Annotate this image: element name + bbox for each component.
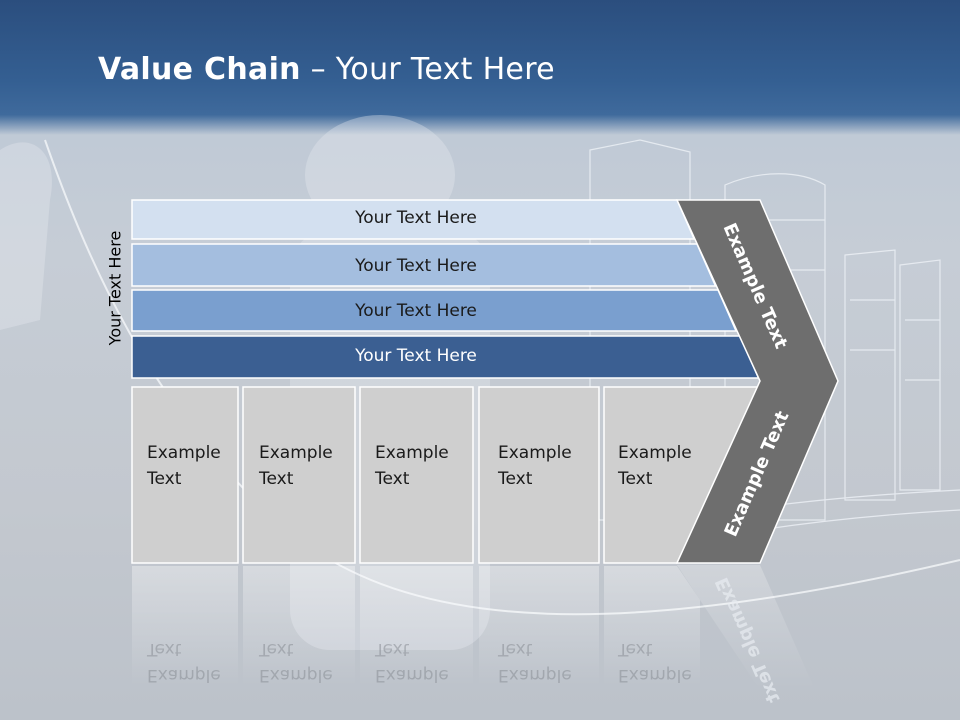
box-reflection-5-line1: Example — [618, 665, 692, 685]
box-text-5-line1: Example — [618, 443, 692, 463]
activity-box-reflection-4 — [479, 566, 599, 686]
box-text-2-line2: Text — [259, 469, 294, 489]
row-label-3: Your Text Here — [355, 301, 477, 321]
box-reflection-1-line2: Text — [147, 639, 182, 659]
box-text-3-line1: Example — [375, 443, 449, 463]
box-reflection-4-line2: Text — [498, 639, 533, 659]
box-reflection-text-2: Example Text — [259, 636, 333, 688]
box-reflection-text-4: Example Text — [498, 636, 572, 688]
row-label-4: Your Text Here — [355, 346, 477, 366]
activity-box-reflection-1 — [132, 566, 238, 686]
activity-box-reflection-3 — [360, 566, 473, 686]
activity-box-reflection-5 — [604, 566, 700, 686]
box-text-4-line1: Example — [498, 443, 572, 463]
box-text-1-line2: Text — [147, 469, 182, 489]
box-text-1-line1: Example — [147, 443, 221, 463]
page-title: Value Chain – Your Text Here — [98, 52, 555, 87]
activity-box-reflection-2 — [243, 566, 355, 686]
box-text-2-line1: Example — [259, 443, 333, 463]
box-reflection-3-line2: Text — [375, 639, 410, 659]
activity-box-1 — [131, 386, 239, 564]
box-text-3-line2: Text — [375, 469, 410, 489]
box-reflection-text-5: Example Text — [618, 636, 692, 688]
row-label-2: Your Text Here — [355, 256, 477, 276]
box-reflection-text-3: Example Text — [375, 636, 449, 688]
activity-box-2 — [242, 386, 356, 564]
activity-box-3 — [359, 386, 474, 564]
box-reflection-1-line1: Example — [147, 665, 221, 685]
box-text-4-line2: Text — [498, 469, 533, 489]
value-chain-row-3 — [131, 289, 738, 332]
box-reflection-2-line1: Example — [259, 665, 333, 685]
header-band — [0, 0, 960, 135]
box-reflection-5-line2: Text — [618, 639, 653, 659]
chevron-reflection — [677, 565, 815, 690]
value-chain-row-2 — [131, 243, 717, 287]
box-reflection-3-line1: Example — [375, 665, 449, 685]
title-bold: Value Chain — [98, 52, 301, 87]
chevron-arrow — [675, 199, 839, 564]
box-reflection-text-1: Example Text — [147, 636, 221, 688]
activity-box-4 — [478, 386, 600, 564]
box-reflection-4-line1: Example — [498, 665, 572, 685]
title-rest: – Your Text Here — [300, 52, 555, 87]
row-label-1: Your Text Here — [355, 208, 477, 228]
box-text-5-line2: Text — [618, 469, 653, 489]
box-reflection-2-line2: Text — [259, 639, 294, 659]
